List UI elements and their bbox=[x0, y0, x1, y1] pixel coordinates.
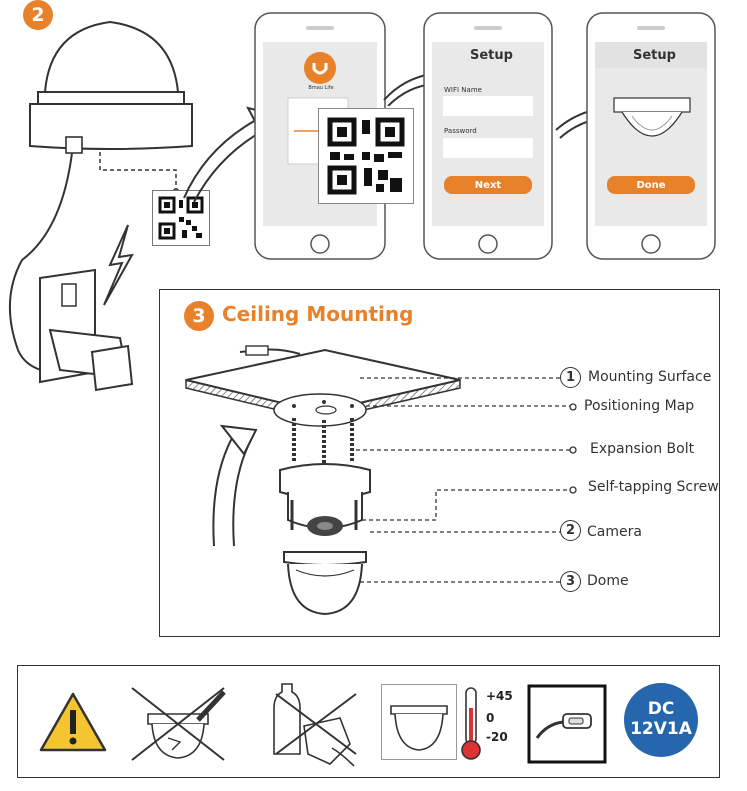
temp-zero-label: 0 bbox=[486, 711, 495, 725]
camera-temperature-icon bbox=[381, 684, 457, 760]
qr-code-large-icon bbox=[318, 108, 414, 204]
no-disassemble-icon bbox=[131, 687, 226, 761]
done-button[interactable]: Done bbox=[607, 176, 695, 194]
ceiling-mounting-panel bbox=[159, 289, 720, 637]
callout-positioning-map: Positioning Map bbox=[584, 398, 695, 414]
step-3-number: 3 bbox=[184, 301, 214, 331]
temp-max-label: +45 bbox=[486, 689, 513, 703]
phone-setup-done bbox=[586, 12, 716, 260]
wifi-name-label: WIFI Name bbox=[444, 86, 482, 94]
dc-rating-label: 12V1A bbox=[630, 719, 692, 739]
setup-title: Setup bbox=[633, 48, 676, 63]
warnings-panel bbox=[17, 665, 720, 778]
thermometer-icon bbox=[461, 687, 481, 760]
mounting-exploded-view bbox=[185, 345, 577, 616]
temp-min-label: -20 bbox=[486, 730, 508, 744]
callout-number-1: 1 bbox=[560, 367, 581, 388]
camera-power-illustration bbox=[9, 20, 193, 392]
dc-label: DC bbox=[647, 699, 675, 720]
callout-mounting-surface: Mounting Surface bbox=[588, 369, 712, 385]
dc-power-badge: DC 12V1A bbox=[624, 683, 698, 757]
qr-code-icon bbox=[152, 190, 210, 246]
callout-dome: Dome bbox=[587, 573, 629, 589]
callout-number-3: 3 bbox=[560, 571, 581, 592]
setup-title: Setup bbox=[470, 48, 513, 63]
next-button[interactable]: Next bbox=[444, 176, 532, 194]
power-plug-icon bbox=[527, 684, 607, 764]
password-label: Password bbox=[444, 127, 477, 135]
section-title: Ceiling Mounting bbox=[222, 302, 414, 326]
callout-number-2: 2 bbox=[560, 520, 581, 541]
callout-self-tapping-screw: Self-tapping Screw bbox=[588, 479, 719, 495]
callout-camera: Camera bbox=[587, 524, 642, 540]
app-logo-icon bbox=[304, 52, 336, 84]
warning-icon bbox=[39, 692, 107, 752]
phone-wifi-setup bbox=[423, 12, 553, 260]
no-chemical-cleaning-icon bbox=[273, 683, 357, 767]
callout-expansion-bolt: Expansion Bolt bbox=[590, 441, 695, 457]
app-name-label: Bmau Life bbox=[308, 85, 334, 91]
step-2-number: 2 bbox=[23, 0, 53, 30]
